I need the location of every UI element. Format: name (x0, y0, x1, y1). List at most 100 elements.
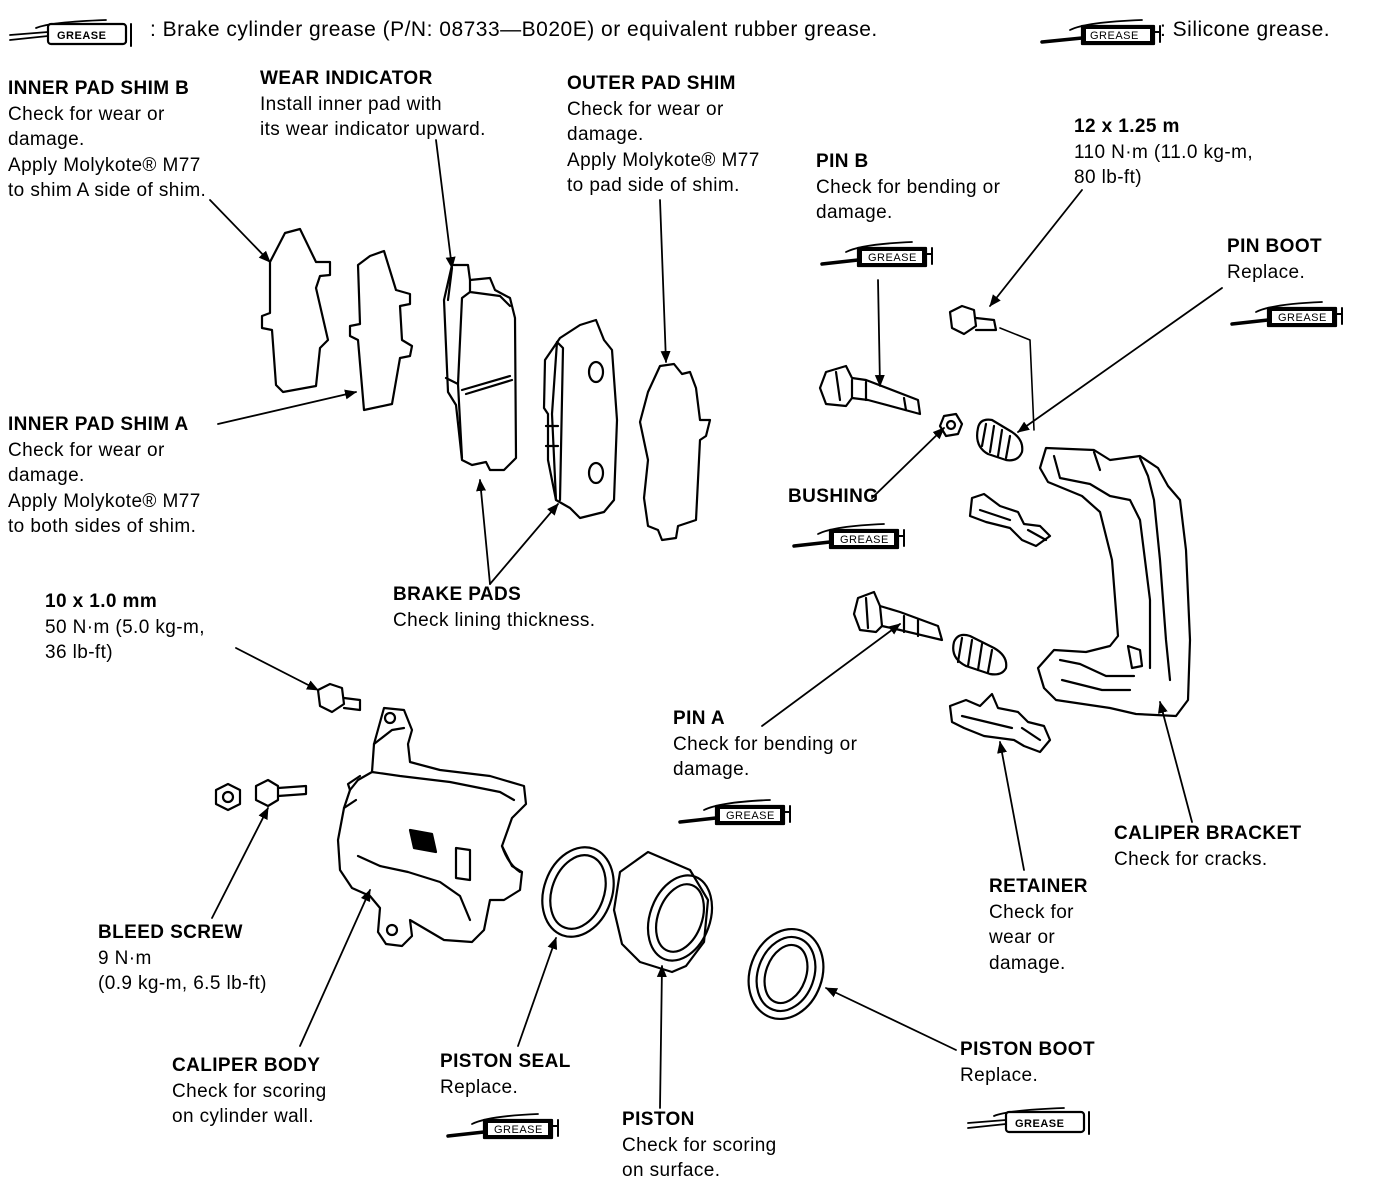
brake-grease-tube-icon: GREASE (9, 19, 132, 47)
caliper-bolt (316, 682, 362, 714)
bracket-bolt (948, 304, 1035, 431)
callout-title: 12 x 1.25 m (1074, 116, 1180, 137)
silicone-grease-legend: : Silicone grease. (1160, 18, 1330, 42)
callout-line: Check lining thickness. (393, 609, 596, 631)
grease-word: GREASE (494, 1124, 543, 1136)
callout-line: Check for bending or (673, 733, 858, 755)
callout-line: damage. (673, 759, 750, 780)
callout-line: to shim A side of shim. (8, 180, 207, 201)
inner-pad-shim-a (348, 249, 414, 412)
callout-line: Check for bending or (816, 176, 1001, 198)
arrow-piston-seal (517, 937, 558, 1047)
callout-line: Replace. (1227, 261, 1306, 283)
silicone-grease-tube-icon: GREASE (1230, 301, 1343, 328)
grease-word: GREASE (1090, 30, 1139, 42)
callout-line: damage. (567, 124, 644, 145)
bushing-label: BUSHING (788, 484, 878, 510)
callout-line: (0.9 kg-m, 6.5 lb-ft) (98, 973, 267, 994)
callout-line: Check for wear or (8, 103, 165, 125)
callout-title: 10 x 1.0 mm (45, 591, 158, 612)
callout-line: Check for wear or (8, 439, 165, 461)
callout-title: INNER PAD SHIM A (8, 414, 189, 435)
arrow-pin-b (874, 279, 885, 387)
callout-title: OUTER PAD SHIM (567, 73, 736, 94)
pin-b (818, 364, 922, 416)
callout-line: wear or (989, 927, 1056, 948)
callout-line: Check for scoring (622, 1134, 777, 1156)
brake-grease-legend: : Brake cylinder grease (P/N: 08733—B020… (150, 18, 878, 42)
grease-word: GREASE (57, 30, 106, 42)
arrow-bushing (871, 427, 945, 499)
callout-title: WEAR INDICATOR (260, 68, 433, 89)
pin-boot-lower (952, 633, 1008, 676)
pin-a-label: PIN A Check for bending or damage. (673, 706, 857, 783)
arrow-bolt-10 (235, 647, 319, 691)
piston (612, 850, 714, 974)
callout-title: INNER PAD SHIM B (8, 78, 190, 99)
caliper-body (336, 706, 528, 948)
inner-pad-shim-b (260, 227, 332, 394)
arrow-pin-a (761, 623, 901, 727)
arrow-bleed-screw (211, 807, 269, 919)
outer-brake-pad (542, 318, 619, 520)
callout-title: PIN A (673, 708, 725, 729)
outer-pad-shim-label: OUTER PAD SHIM Check for wear or damage. Ap… (567, 71, 760, 199)
leader-arrows (209, 139, 1223, 1109)
bushing (938, 412, 964, 438)
arrow-inner-pad-shim-b (209, 199, 271, 263)
grease-word: GREASE (840, 534, 889, 546)
arrow-inner-pad-shim-a (217, 389, 357, 425)
arrow-wear-indicator (435, 139, 456, 269)
callout-line: Check for scoring (172, 1080, 327, 1102)
callout-line: on cylinder wall. (172, 1106, 314, 1127)
callout-line: 50 N·m (5.0 kg-m, (45, 616, 205, 638)
inner-brake-pad (442, 263, 518, 472)
callout-line: Check for (989, 901, 1074, 923)
outer-pad-shim (638, 362, 712, 542)
callout-line: Apply Molykote® M77 (8, 490, 201, 512)
callout-title: BRAKE PADS (393, 584, 522, 605)
grease-word: GREASE (868, 252, 917, 264)
piston-boot (747, 927, 825, 1021)
callout-title: BLEED SCREW (98, 922, 243, 943)
callout-line: Install inner pad with (260, 93, 443, 115)
callout-line: on surface. (622, 1160, 721, 1181)
silicone-grease-tube-icon: GREASE (678, 799, 791, 826)
arrow-piston-boot (825, 987, 957, 1051)
callout-title: PISTON SEAL (440, 1051, 571, 1072)
retainer (948, 692, 1052, 754)
upper-retainer-clip (968, 492, 1052, 548)
caliper-bracket (1036, 446, 1192, 718)
brake-pads-label: BRAKE PADS Check lining thickness. (393, 582, 595, 633)
callout-line: Check for wear or (567, 98, 724, 120)
callout-title: CALIPER BRACKET (1114, 823, 1302, 844)
callout-line: damage. (989, 952, 1066, 974)
callout-line: its wear indicator upward. (260, 119, 486, 140)
caliper-bracket-label: CALIPER BRACKET Check for cracks. (1114, 821, 1302, 872)
callout-line: damage. (816, 202, 893, 223)
callout-line: to pad side of shim. (567, 175, 740, 196)
grease-word: GREASE (726, 810, 775, 822)
silicone-grease-tube-icon: GREASE (792, 523, 905, 550)
callout-line: 110 N·m (11.0 kg-m, (1074, 141, 1253, 163)
callout-line: Check for cracks. (1114, 848, 1268, 870)
grease-word: GREASE (1015, 1118, 1064, 1130)
arrow-caliper-body (299, 889, 371, 1047)
arrow-brake-pads-inner (476, 479, 491, 585)
grease-word: GREASE (1278, 312, 1327, 324)
callout-line: Apply Molykote® M77 (567, 149, 760, 171)
arrow-bolt-12 (989, 189, 1083, 307)
bleed-screw (254, 778, 308, 808)
